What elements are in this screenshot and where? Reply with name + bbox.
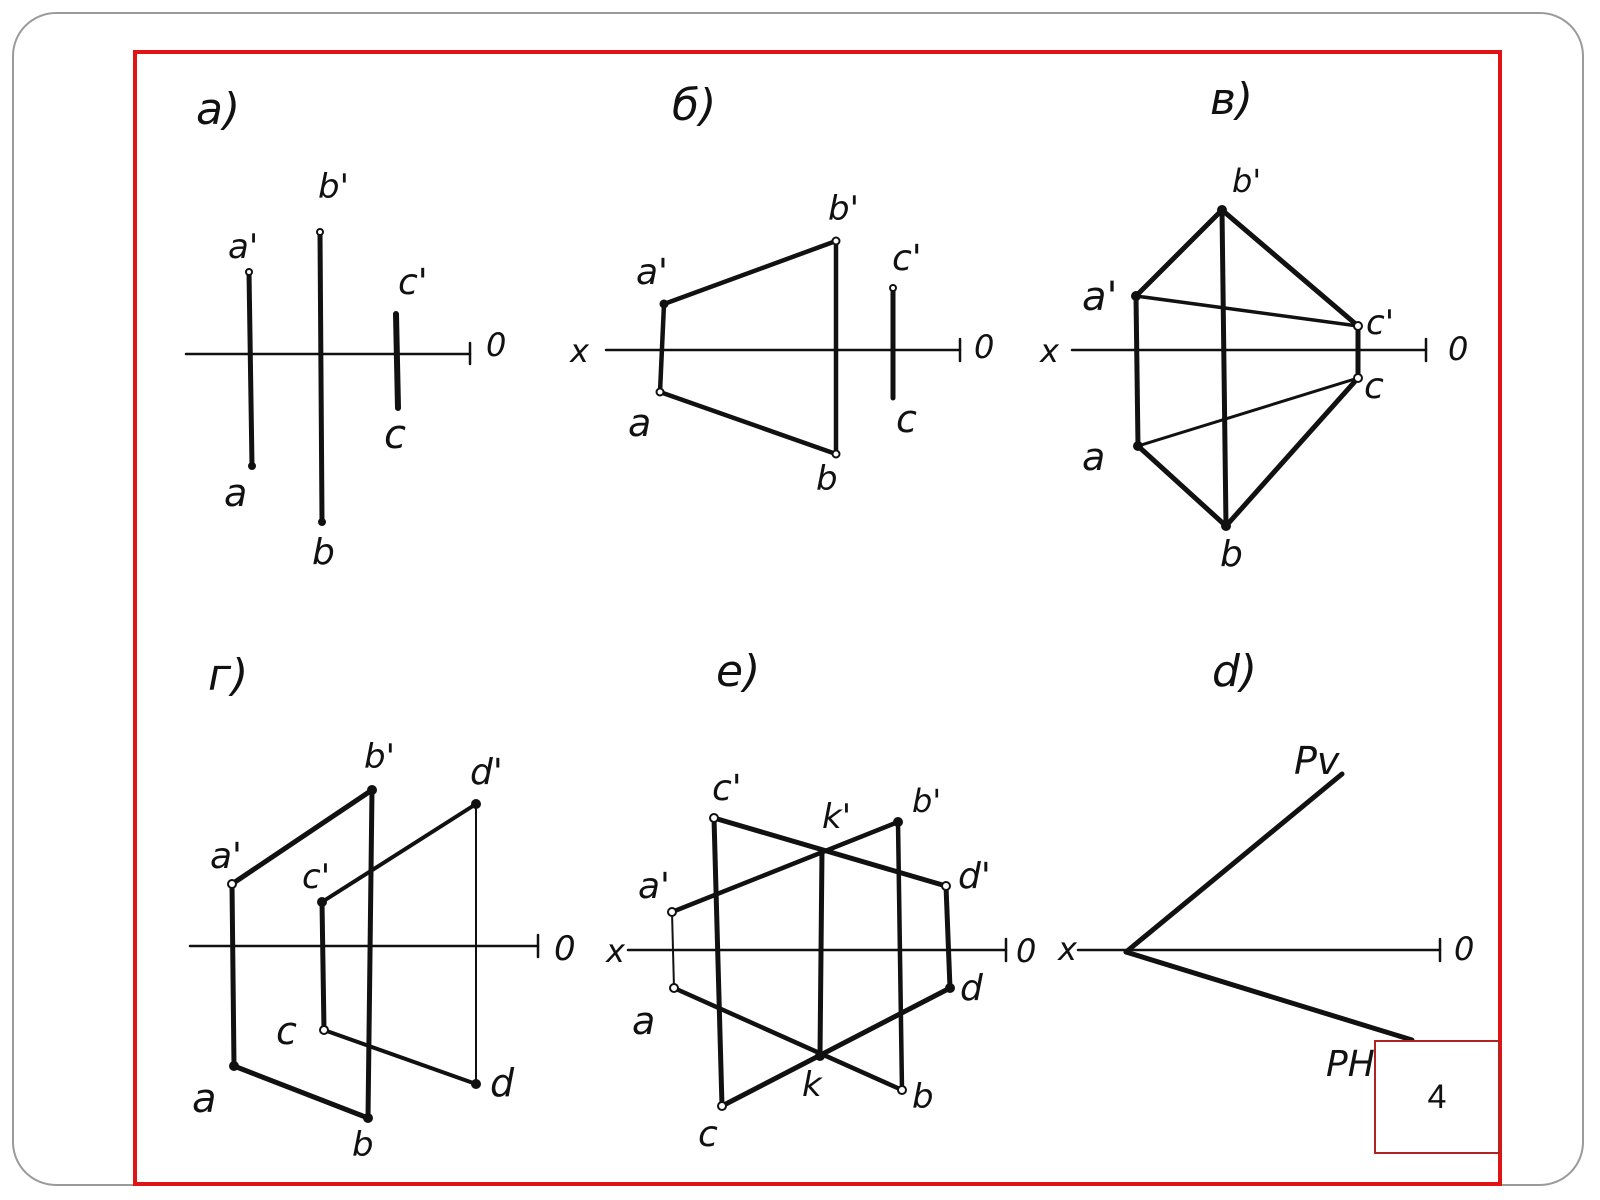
pt-c1: c' [1366, 303, 1394, 343]
pt-a1: a' [638, 866, 670, 907]
pt-o: 0 [974, 328, 994, 366]
line-ac [1136, 376, 1360, 448]
pt-a1: a' [210, 836, 242, 877]
line-a1c1 [1134, 294, 1360, 328]
pt-x: x [1057, 930, 1078, 968]
quad-a-b-b-a [669, 819, 905, 1093]
line-aa [246, 269, 255, 469]
trace-ph [1123, 949, 1415, 1043]
pt-b: b [912, 1077, 934, 1117]
label-a: а) [196, 84, 240, 135]
diagram-e [626, 813, 1008, 1111]
pt-c1: c' [398, 262, 428, 303]
line-c1d1 [320, 802, 478, 904]
pt-b1: b' [912, 782, 941, 820]
label-f: d) [1212, 646, 1257, 697]
diagram-d [188, 785, 540, 1123]
pt-c: c [896, 397, 917, 441]
quad-c-d-d-c [711, 815, 953, 1109]
pt-b: b [816, 459, 838, 499]
pt-a1: a' [1082, 274, 1118, 320]
pt-c1: c' [892, 238, 922, 279]
pt-b: b [1220, 534, 1243, 575]
pt-x: x [569, 332, 590, 370]
line-bb [1219, 207, 1229, 529]
pt-a1: a' [228, 227, 258, 267]
pt-b1: b' [318, 167, 349, 207]
line-c1c [319, 899, 327, 1033]
pt-d1: d' [958, 856, 991, 897]
pt-b: b [352, 1125, 374, 1165]
pt-o: 0 [554, 929, 576, 969]
pt-c: c [276, 1009, 297, 1053]
pt-ph: PH [1326, 1044, 1375, 1085]
pt-a: a [1082, 435, 1105, 479]
pt-o: 0 [1454, 930, 1474, 968]
trace-pv [1123, 771, 1345, 955]
pt-pv: Pv [1294, 739, 1340, 783]
pt-a1: a' [636, 252, 668, 293]
hexagon-outline [1133, 207, 1361, 529]
quad-abb-a [229, 787, 375, 1121]
label-d: г) [208, 650, 248, 701]
pt-o: 0 [1016, 932, 1036, 970]
quad-abb-a [657, 238, 839, 457]
line-bb [317, 229, 325, 525]
pt-a: a [192, 1076, 217, 1122]
line-cd [322, 1028, 478, 1086]
pt-c: c [698, 1114, 718, 1155]
line-a1a [671, 911, 675, 989]
diagram-f [1076, 771, 1442, 1043]
pt-a: a [632, 999, 655, 1043]
pt-k: k [802, 1065, 823, 1105]
pt-k1: k' [822, 797, 851, 837]
label-b: б) [672, 80, 716, 131]
label-e: е) [716, 646, 760, 697]
page-number: 4 [1427, 1077, 1447, 1116]
pt-o: 0 [486, 326, 506, 364]
pt-b: b [312, 532, 335, 573]
pt-o: 0 [1448, 330, 1468, 368]
pt-x: x [605, 932, 626, 970]
pt-c1: c' [712, 768, 742, 809]
pt-c1: c' [302, 857, 330, 897]
pt-c: c [384, 412, 406, 458]
pt-b1: b' [1232, 162, 1261, 200]
diagram-b [604, 236, 962, 459]
pt-c: c [1364, 366, 1384, 407]
red-frame [133, 50, 1502, 1186]
pt-a: a [224, 471, 247, 515]
pt-d1: d' [470, 752, 503, 793]
pt-a: a [628, 401, 651, 445]
diagram-c [1070, 205, 1428, 531]
pt-d: d [960, 968, 984, 1009]
line-cc [393, 311, 401, 411]
pt-b1: b' [828, 189, 859, 229]
label-c: в) [1210, 74, 1253, 125]
pt-b1: b' [364, 737, 395, 777]
pt-x: x [1039, 332, 1060, 370]
diagram-a [184, 228, 472, 526]
page-number-box: 4 [1374, 1040, 1500, 1154]
line-kk [817, 847, 825, 1059]
pt-d: d [490, 1061, 515, 1105]
slide [12, 12, 1584, 1186]
